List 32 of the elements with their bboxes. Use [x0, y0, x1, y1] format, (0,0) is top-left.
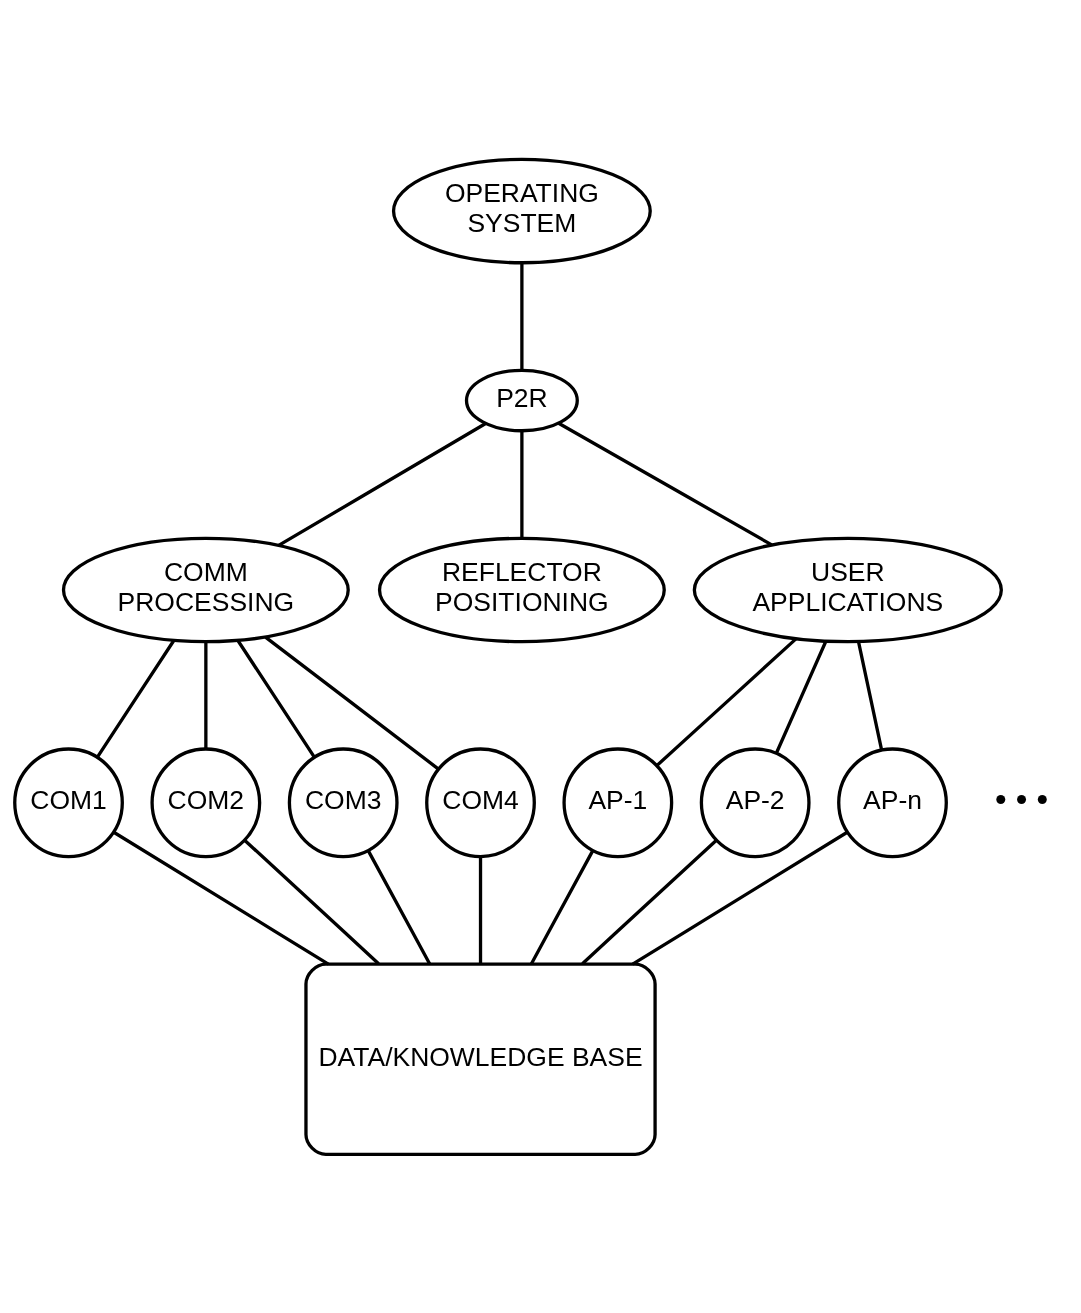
node-circle: AP-1	[562, 746, 674, 858]
connector	[243, 838, 380, 965]
connector	[236, 638, 316, 758]
node-circle: COM2	[150, 746, 262, 858]
node-ellipse: COMM PROCESSING	[61, 536, 350, 643]
node-circle: AP-n	[837, 746, 948, 858]
connector	[277, 421, 487, 547]
connector	[96, 638, 176, 758]
connector	[529, 849, 595, 965]
connector	[478, 856, 483, 964]
node-ellipse: USER APPLICATIONS	[692, 536, 1003, 643]
node-circle: COM1	[13, 746, 124, 858]
node-ellipse: P2R	[464, 368, 579, 432]
node-ellipse: REFLECTOR POSITIONING	[377, 536, 666, 643]
connector	[856, 640, 884, 750]
node-box: DATA/KNOWLEDGE BASE	[304, 961, 657, 1156]
node-circle: AP-2	[699, 746, 811, 858]
connector	[581, 838, 718, 965]
label: • • •	[995, 780, 1049, 818]
connector	[774, 640, 828, 754]
connector	[520, 262, 524, 370]
node-circle: COM4	[425, 746, 536, 858]
node-ellipse: OPERATING SYSTEM	[391, 157, 652, 264]
node-circle: COM3	[287, 746, 399, 858]
connector	[366, 849, 432, 965]
connector	[113, 830, 330, 965]
connector	[631, 830, 848, 965]
connector	[656, 636, 798, 767]
connector	[557, 421, 773, 546]
connector	[520, 430, 524, 538]
connector	[204, 641, 208, 748]
connector	[264, 635, 440, 770]
